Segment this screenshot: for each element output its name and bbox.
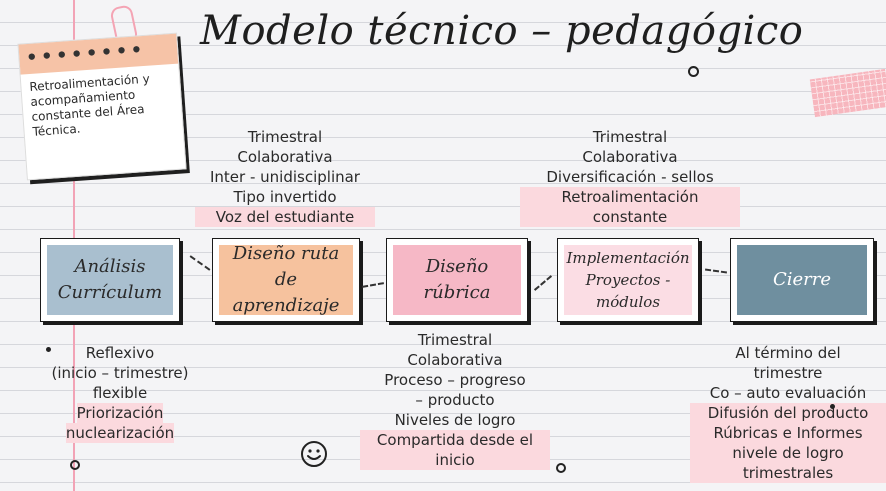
text-line: Retroalimentación [520,187,740,207]
text-block-bottom-1: Reflexivo (inicio – trimestre) flexible … [30,343,210,443]
dot-decoration [46,347,51,352]
washi-tape-decoration [809,68,886,118]
text-line: Tipo invertido [233,188,337,206]
dot-decoration [830,404,835,409]
text-line: inicio [360,450,550,470]
step-label: Cierre [737,245,867,315]
text-block-top-2: Trimestral Colaborativa Diversificación … [520,127,740,227]
sticky-note: •••••••• Retroalimentación y acompañamie… [17,32,187,181]
circle-decoration [556,463,566,473]
text-line: Priorización [76,403,164,423]
text-line: Niveles de logro [394,411,516,429]
connector-line [361,282,385,288]
circle-decoration [70,460,80,470]
text-line: Colaborativa [582,148,678,166]
text-line: Al término del [735,344,841,362]
step-box-cierre: Cierre [730,238,874,322]
step-label: Análisis Currículum [47,245,173,315]
text-line: Colaborativa [407,351,503,369]
text-line: Diversificación - sellos [546,168,714,186]
step-box-analisis: Análisis Currículum [40,238,180,322]
smiley-icon [301,441,327,467]
text-line: Trimestral [417,331,493,349]
step-label: Implementación Proyectos - módulos [564,245,692,315]
step-box-ruta: Diseño ruta de aprendizaje [212,238,360,322]
text-line: Difusión del producto [690,403,886,423]
text-line: nuclearización [65,423,175,443]
sticky-note-text: Retroalimentación y acompañamiento const… [28,71,151,139]
text-line: Rúbricas e Informes [690,423,886,443]
text-line: Voz del estudiante [195,207,375,227]
page-title: Modelo técnico – pedagógico [200,8,804,54]
text-line: trimestre [753,364,823,382]
text-block-bottom-2: Trimestral Colaborativa Proceso – progre… [360,330,550,470]
text-line: (inicio – trimestre) [51,364,189,382]
text-line: Colaborativa [237,148,333,166]
connector-line [533,275,553,291]
text-line: Co – auto evaluación [709,384,867,402]
connector-line [704,268,728,274]
text-line: Compartida desde el [360,430,550,450]
step-label: Diseño ruta de aprendizaje [219,243,353,316]
text-block-top-1: Trimestral Colaborativa Inter - unidisci… [195,127,375,227]
text-line: trimestrales [690,463,886,483]
circle-decoration [688,66,699,77]
text-line: Trimestral [247,128,323,146]
text-line: constante [520,207,740,227]
text-line: Reflexivo [85,344,155,362]
text-line: Proceso – progreso [384,371,526,389]
text-line: Inter - unidisciplinar [210,168,360,186]
text-line: flexible [92,384,148,402]
text-block-bottom-3: Al término del trimestre Co – auto evalu… [690,343,886,483]
step-box-implementacion: Implementación Proyectos - módulos [557,238,699,322]
step-label: Diseño rúbrica [393,245,521,315]
connector-line [189,255,211,271]
step-box-rubrica: Diseño rúbrica [386,238,528,322]
text-line: Trimestral [592,128,668,146]
dots-decoration: •••••••• [24,37,146,72]
text-line: nivele de logro [690,443,886,463]
text-line: – producto [415,391,495,409]
